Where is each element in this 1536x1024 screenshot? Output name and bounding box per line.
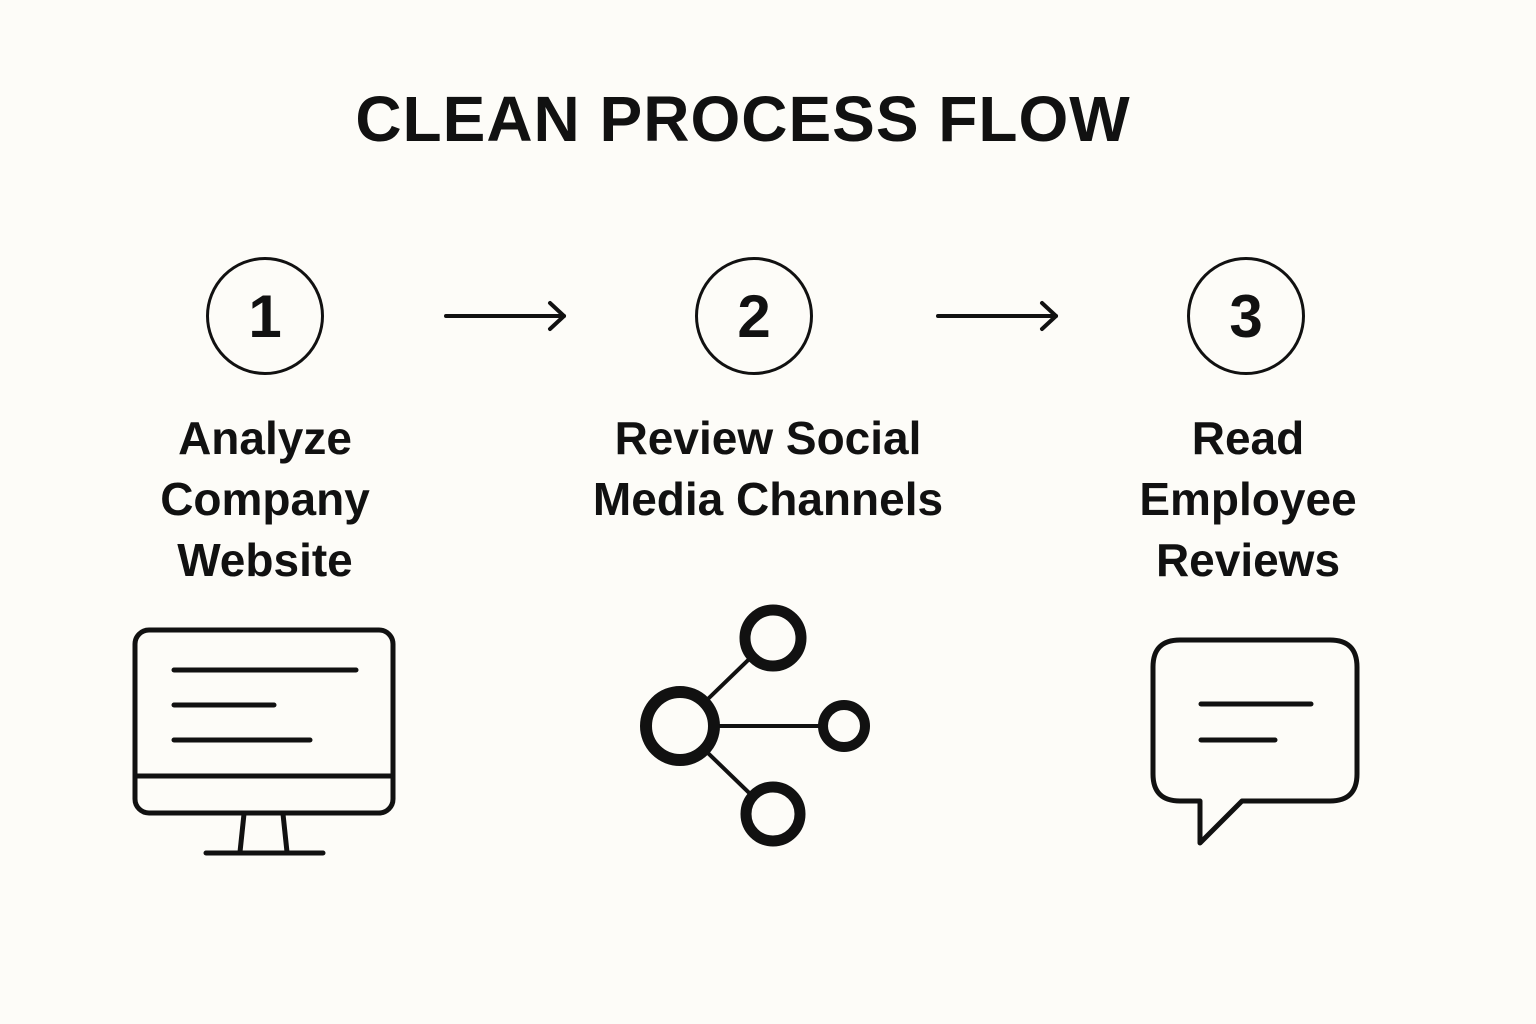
step-3-label-line: Reviews <box>1155 534 1341 586</box>
speech-bubble-icon <box>1150 637 1360 846</box>
step-3-number: 3 <box>1229 282 1263 350</box>
step-1-label-line: Analyze <box>178 412 352 464</box>
step-2-number: 2 <box>737 282 771 350</box>
step-3-label-line: Read <box>1191 412 1305 464</box>
step-2-label: Review Social Media Channels <box>558 408 978 530</box>
diagram-title: CLEAN PROCESS FLOW <box>355 83 1131 155</box>
step-1-label-line: Website <box>177 534 353 586</box>
step-1-number: 1 <box>248 282 282 350</box>
step-1-number-badge: 1 <box>206 257 324 375</box>
share-network-icon <box>640 604 870 847</box>
arrow-right-icon <box>936 301 1058 331</box>
step-3-number-badge: 3 <box>1187 257 1305 375</box>
step-2-label-line: Review Social <box>614 412 922 464</box>
step-2-label-line: Media Channels <box>592 473 944 525</box>
step-2-number-badge: 2 <box>695 257 813 375</box>
arrow-right-icon <box>444 301 566 331</box>
step-1-label: Analyze Company Website <box>55 408 475 591</box>
step-1-label-line: Company <box>160 473 370 525</box>
step-3-label: Read Employee Reviews <box>1038 408 1458 591</box>
monitor-icon <box>132 627 396 856</box>
step-3-label-line: Employee <box>1139 473 1357 525</box>
